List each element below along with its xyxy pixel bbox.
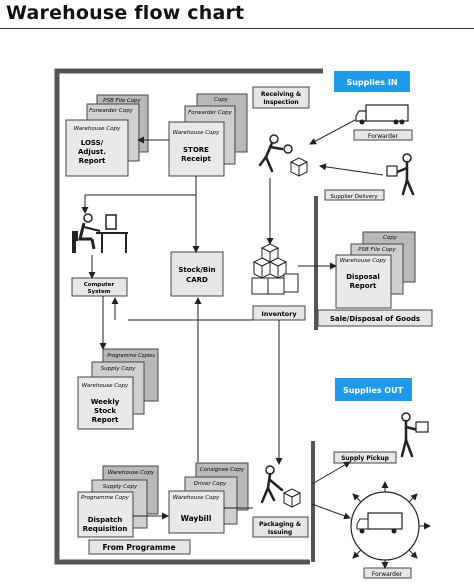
weekly-title-2: Stock xyxy=(94,407,116,415)
store-receipt-stack: Copy Forwarder Copy Warehouse Copy STORE… xyxy=(168,93,248,177)
inspector-icon xyxy=(258,134,293,173)
from-programme-box: From Programme xyxy=(88,539,191,555)
supplies-in-label: Supplies IN xyxy=(346,78,397,87)
supplier-delivery-label: Supplier Delivery xyxy=(330,194,378,200)
loss-title-3: Report xyxy=(79,157,106,165)
loss-copy-3: Warehouse Copy xyxy=(74,126,121,132)
supplier-delivery-box: Supplier Delivery xyxy=(324,189,385,201)
store-copy-1: Copy xyxy=(214,97,229,103)
waybill-title: Waybill xyxy=(181,514,212,523)
stock-bin-card: Stock/Bin CARD xyxy=(170,251,224,297)
supplies-out-label: Supplies OUT xyxy=(343,386,404,395)
to-supply-pickup xyxy=(311,461,351,485)
loss-title-1: LOSS/ xyxy=(81,139,104,147)
packer-icon xyxy=(260,465,284,504)
from-programme-label: From Programme xyxy=(102,543,175,552)
distribution-arrows xyxy=(352,481,431,569)
computer-worker-icon xyxy=(72,213,128,253)
disposal-copy-3: Warehouse Copy xyxy=(340,258,387,264)
receiving-inspection-box: Receiving & Inspection xyxy=(252,86,310,109)
sale-disposal-label: Sale/Disposal of Goods xyxy=(330,315,420,323)
loss-title-2: Adjust. xyxy=(78,148,106,156)
disposal-copy-2: PSB File Copy xyxy=(358,247,396,253)
disposal-title-1: Disposal xyxy=(346,273,380,281)
inventory-box: Inventory xyxy=(252,305,306,321)
waybill-copy-3: Warehouse Copy xyxy=(173,495,220,501)
weekly-copy-2: Supply Copy xyxy=(101,366,136,372)
disposal-report-stack: Copy PSB File Copy Warehouse Copy Dispos… xyxy=(335,231,416,309)
dispatch-title-2: Requisition xyxy=(83,525,128,533)
flow-connectors xyxy=(81,119,384,520)
page-title: Warehouse flow chart xyxy=(6,2,245,24)
title-rule xyxy=(0,28,474,29)
supplies-out-badge: Supplies OUT xyxy=(335,378,412,401)
loss-copy-1: PSB File Copy xyxy=(103,98,141,104)
store-copy-3: Warehouse Copy xyxy=(173,130,220,136)
weekly-report-stack: Programme Copies Supply Copy Warehouse C… xyxy=(77,348,159,430)
loss-report-stack: PSB File Copy Forwarder Copy Warehouse C… xyxy=(65,94,149,177)
dispatch-requisition-stack: Warehouse Copy Supply Copy Programme Cop… xyxy=(77,465,159,538)
delivery-to-inspection xyxy=(319,163,384,176)
loss-copy-2: Forwarder Copy xyxy=(89,108,134,114)
forwarder-to-inspection xyxy=(309,119,356,145)
weekly-title-1: Weekly xyxy=(91,398,120,406)
waybill-copy-2: Driver Copy xyxy=(194,481,227,487)
forwarder-bottom-box: Forwarder xyxy=(363,567,412,579)
forwarder-top-label: Forwarder xyxy=(368,133,399,140)
store-title-1: STORE xyxy=(183,146,209,154)
supplies-in-badge: Supplies IN xyxy=(334,71,410,92)
package-out-icon xyxy=(282,488,302,508)
store-title-2: Receipt xyxy=(181,155,211,163)
computer-line2: System xyxy=(88,289,111,295)
weekly-copy-1: Programme Copies xyxy=(107,353,155,359)
to-distribution xyxy=(311,503,351,520)
store-copy-2: Forwarder Copy xyxy=(188,110,233,116)
warehouse-frame xyxy=(54,68,323,565)
packaging-line1: Packaging & xyxy=(259,521,301,528)
stock-card-line2: CARD xyxy=(186,276,208,284)
sale-disposal-box: Sale/Disposal of Goods xyxy=(317,309,433,327)
receiving-line2: Inspection xyxy=(263,99,298,106)
stock-card-line1: Stock/Bin xyxy=(178,266,215,274)
inventory-label: Inventory xyxy=(261,310,297,318)
disposal-title-2: Report xyxy=(350,282,377,290)
dispatch-copy-3: Programme Copy xyxy=(81,495,130,501)
package-icon xyxy=(289,157,309,177)
packaging-line2: Issuing xyxy=(268,529,292,536)
supply-pickup-box: Supply Pickup xyxy=(333,451,397,464)
weekly-copy-3: Warehouse Copy xyxy=(82,383,129,389)
dispatch-title-1: Dispatch xyxy=(88,516,123,524)
inventory-boxes-icon xyxy=(251,243,299,295)
forwarder-top-box: Forwarder xyxy=(353,129,413,141)
forwarder-bottom-label: Forwarder xyxy=(372,571,403,578)
truck-icon xyxy=(355,104,409,125)
disposal-copy-1: Copy xyxy=(383,235,398,241)
waybill-stack: Consignee Copy Driver Copy Warehouse Cop… xyxy=(168,462,249,534)
waybill-copy-1: Consignee Copy xyxy=(200,467,245,473)
weekly-title-3: Report xyxy=(92,416,119,424)
dispatch-copy-2: Supply Copy xyxy=(103,484,138,490)
supply-pickup-label: Supply Pickup xyxy=(341,455,390,462)
distribution-hub-icon xyxy=(350,491,420,561)
pickup-person-icon xyxy=(400,412,429,458)
dispatch-copy-1: Warehouse Copy xyxy=(108,470,155,476)
delivery-person-icon xyxy=(386,153,415,196)
computer-line1: Computer xyxy=(84,282,115,288)
computer-system-box: Computer System xyxy=(71,277,128,297)
packaging-issuing-box: Packaging & Issuing xyxy=(252,516,309,538)
receiving-line1: Receiving & xyxy=(261,91,301,98)
